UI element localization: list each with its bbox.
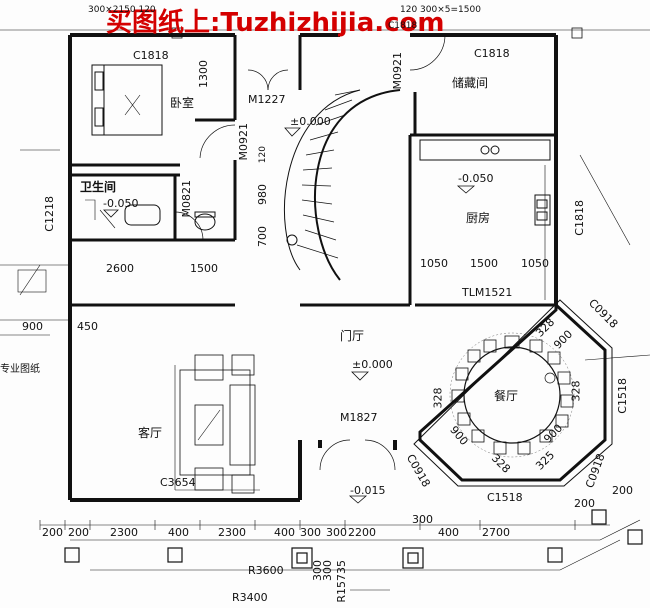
- level-kitchen: -0.050: [458, 172, 494, 185]
- dim-700: 700: [256, 226, 269, 247]
- room-bathroom: 卫生间: [80, 180, 117, 194]
- dim-1300: 1300: [197, 60, 210, 88]
- level-entry: -0.015: [350, 484, 386, 497]
- room-bedroom: 卧室: [170, 96, 195, 110]
- room-foyer: 门厅: [340, 329, 365, 343]
- watermark: 买图纸上:Tuzhizhijia.com: [106, 8, 445, 38]
- door-m1227: M1227: [248, 93, 286, 106]
- radius-r15735: R15735: [335, 560, 348, 603]
- dim-bottom-300b: 300: [326, 526, 347, 539]
- dim-bottom-2200: 2200: [348, 526, 376, 539]
- dim-450: 450: [77, 320, 98, 333]
- window-living: C3654: [160, 476, 196, 489]
- level-foyer: ±0.000: [352, 358, 393, 371]
- dim-1050a: 1050: [420, 257, 448, 270]
- dim-bottom-300e: 300: [321, 560, 334, 581]
- dim-200b: 200: [574, 497, 595, 510]
- room-living: 客厅: [138, 426, 163, 440]
- window-c1518-bottom: C1518: [487, 491, 523, 504]
- door-m0921-a: M0921: [237, 123, 250, 161]
- dim-1050b: 1050: [521, 257, 549, 270]
- door-m0921-b: M0921: [391, 52, 404, 90]
- dim-2600: 2600: [106, 262, 134, 275]
- dim-bottom-400b: 400: [274, 526, 295, 539]
- dim-328b: 328: [431, 387, 445, 409]
- dim-200a: 200: [612, 484, 633, 497]
- dim-bottom-300c: 300: [412, 513, 433, 526]
- dim-bottom-300a: 300: [300, 526, 321, 539]
- radius-r3400: R3400: [232, 591, 268, 604]
- dim-1500a: 1500: [190, 262, 218, 275]
- window-top: C1818: [388, 21, 418, 31]
- dim-bottom-400a: 400: [168, 526, 189, 539]
- window-bath-side: C1218: [43, 196, 56, 232]
- dim-bottom-2300a: 2300: [110, 526, 138, 539]
- door-tlm1521: TLM1521: [462, 286, 513, 299]
- top-note-right: 120 300×5=1500: [400, 5, 481, 15]
- dim-900: 900: [22, 320, 43, 333]
- dim-bottom-2300b: 2300: [218, 526, 246, 539]
- dim-980: 980: [256, 184, 269, 205]
- window-bed: C1818: [133, 49, 169, 62]
- dim-bottom-200a: 200: [42, 526, 63, 539]
- level-stair: ±0.000: [290, 115, 331, 128]
- dim-bottom-400c: 400: [438, 526, 459, 539]
- room-dining: 餐厅: [494, 389, 519, 403]
- radius-r3600: R3600: [248, 564, 284, 577]
- dim-1500b: 1500: [470, 257, 498, 270]
- room-kitchen: 厨房: [466, 211, 491, 225]
- level-bath: -0.050: [103, 197, 139, 210]
- dim-bottom-2700: 2700: [482, 526, 510, 539]
- window-c1518-side: C1518: [616, 378, 629, 414]
- window-kitchen-side: C1818: [573, 200, 586, 236]
- dim-bottom-200b: 200: [68, 526, 89, 539]
- room-storage: 储藏间: [452, 76, 489, 90]
- door-m1827: M1827: [340, 411, 378, 424]
- dim-328d: 328: [569, 380, 583, 402]
- door-m0821: M0821: [180, 180, 193, 218]
- note-professional: 专业图纸: [0, 364, 40, 375]
- dim-120: 120: [258, 146, 268, 164]
- top-note-left: 300×2150 120: [88, 5, 156, 15]
- window-storage: C1818: [474, 47, 510, 60]
